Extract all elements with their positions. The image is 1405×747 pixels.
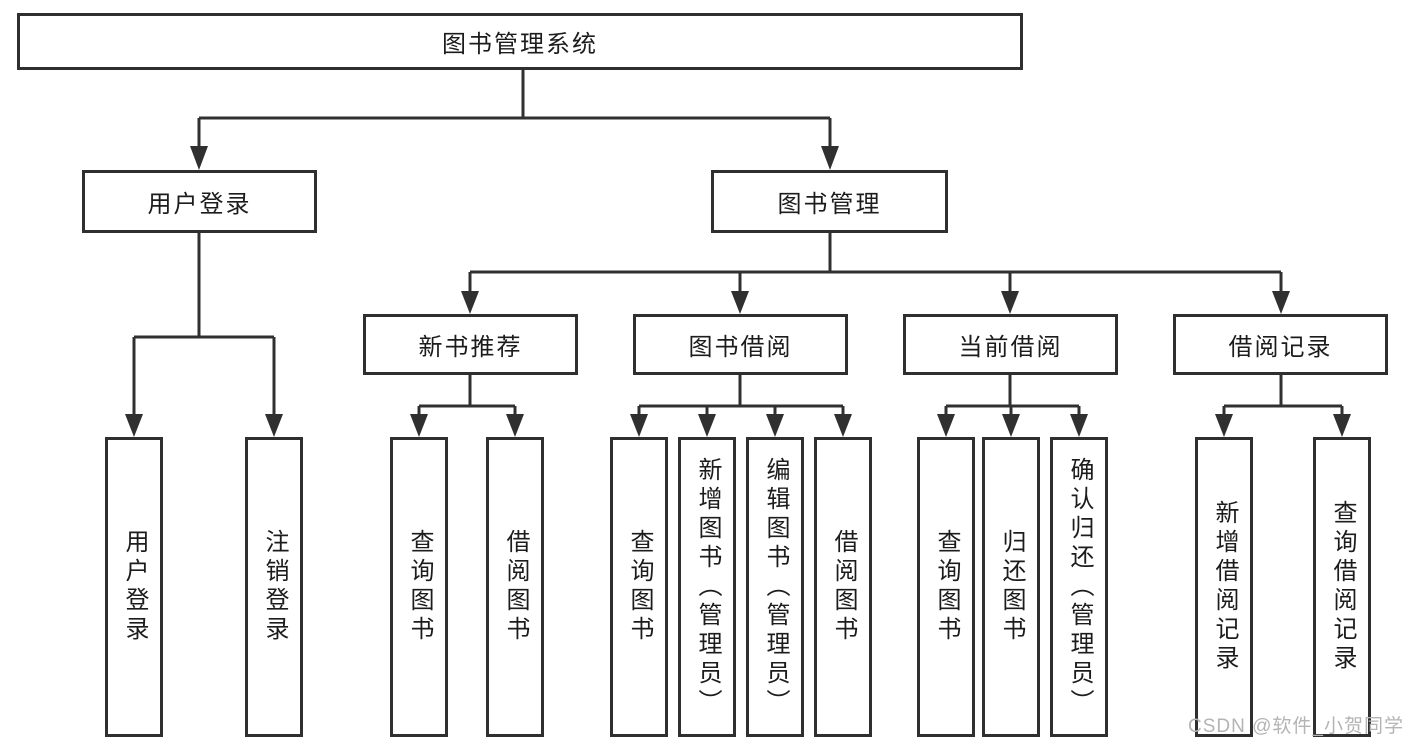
arrowheads <box>125 146 1351 437</box>
connector-user-login-children <box>132 233 276 428</box>
node-add-borrow-record: 新增借阅记录 <box>1195 437 1253 737</box>
csdn-watermark: CSDN @软件_小贺同学 <box>1188 716 1404 737</box>
node-query-borrow-record: 查询借阅记录 <box>1313 437 1371 737</box>
node-borrow-books-leaf: 借阅图书 <box>814 437 872 737</box>
node-add-book-admin: 新增图书（管理员） <box>678 437 736 737</box>
node-confirm-return-admin: 确认归还（管理员） <box>1050 437 1108 737</box>
connector-book-borrow-children <box>637 375 845 428</box>
node-borrow-books-recommend: 借阅图书 <box>486 437 544 737</box>
node-query-books-current: 查询图书 <box>917 437 975 737</box>
node-query-books-recommend: 查询图书 <box>390 437 448 737</box>
node-query-books-borrow: 查询图书 <box>610 437 668 737</box>
node-root: 图书管理系统 <box>17 13 1023 70</box>
node-user-login: 用户登录 <box>82 170 317 233</box>
node-return-book: 归还图书 <box>982 437 1040 737</box>
connector-borrow-records-children <box>1222 375 1344 428</box>
node-borrow-records: 借阅记录 <box>1173 314 1388 375</box>
node-edit-book-admin: 编辑图书（管理员） <box>746 437 804 737</box>
connector-new-book-recommend-children <box>417 375 517 428</box>
node-book-management: 图书管理 <box>711 170 948 233</box>
node-current-borrow: 当前借阅 <box>903 314 1118 375</box>
node-logout-leaf: 注销登录 <box>245 437 303 737</box>
node-new-book-recommend: 新书推荐 <box>363 314 578 375</box>
node-book-borrow: 图书借阅 <box>633 314 848 375</box>
connector-root-to-level2 <box>197 70 832 160</box>
connector-book-management-children <box>468 233 1283 305</box>
node-user-login-leaf: 用户登录 <box>105 437 163 737</box>
